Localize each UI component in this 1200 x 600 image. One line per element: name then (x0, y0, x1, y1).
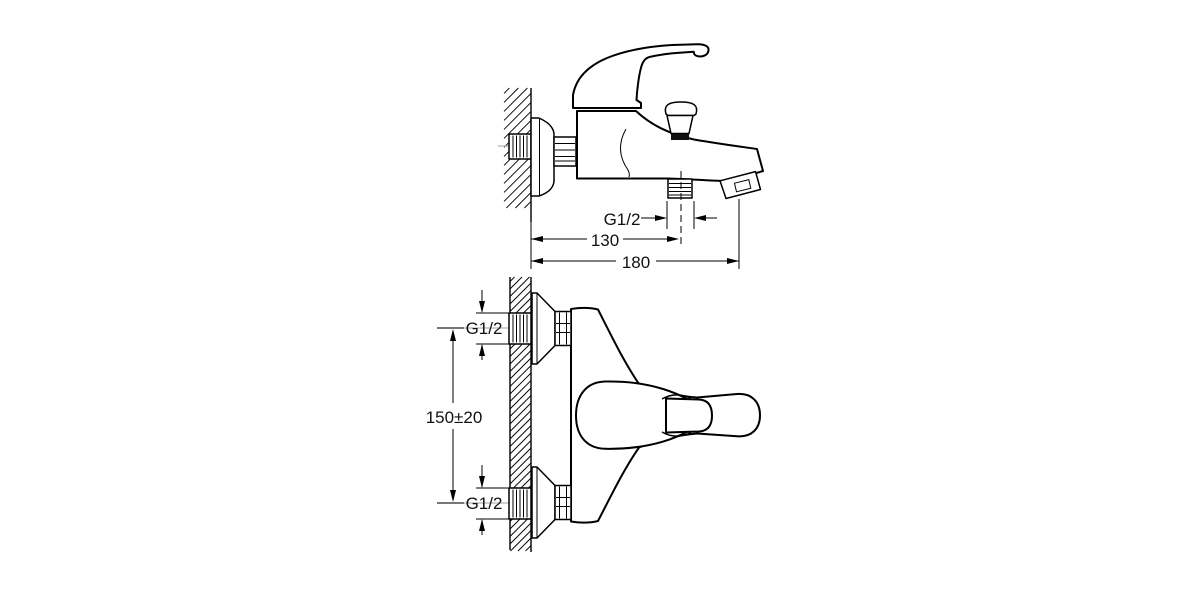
supply-nipple-thread (508, 133, 532, 160)
mounting-nut-bottom (554, 484, 572, 521)
diverter-knob (664, 101, 698, 140)
dimension-thread-g12-top: G1/2 (437, 290, 509, 360)
supply-nipple-thread-top (508, 312, 532, 345)
dim-180-label: 180 (622, 253, 650, 272)
dim-150-label: 150±20 (426, 408, 483, 427)
thread-dim-label-top: G1/2 (466, 319, 503, 338)
shower-outlet-thread (667, 178, 693, 199)
escutcheon-top (531, 292, 556, 365)
side-view: G1/2 130 180 (498, 43, 764, 272)
supply-nipple-thread-bottom (508, 487, 532, 520)
plan-view: G1/2 G1/2 150±20 (426, 276, 761, 552)
dimension-thread-g12-bottom: G1/2 (437, 465, 509, 535)
dim-130-label: 130 (591, 231, 619, 250)
handle-pivot-ears (661, 394, 692, 437)
mounting-nut-top (554, 310, 572, 347)
mounting-nut (553, 136, 577, 167)
handle-plan (665, 397, 713, 434)
dimension-180: 180 (531, 253, 739, 272)
body-contour-line (620, 128, 630, 178)
dimension-130: 130 (531, 231, 679, 250)
escutcheon (530, 117, 555, 197)
mixer-body-and-spout (576, 110, 764, 182)
dimension-thread-g12: G1/2 (604, 201, 717, 229)
handle-lever (572, 43, 710, 109)
thread-dim-label-bottom: G1/2 (466, 494, 503, 513)
thread-dim-label: G1/2 (604, 210, 641, 229)
spout-aerator (719, 170, 762, 200)
escutcheon-bottom (531, 466, 556, 539)
dimension-150-centers: 150±20 (426, 329, 483, 502)
